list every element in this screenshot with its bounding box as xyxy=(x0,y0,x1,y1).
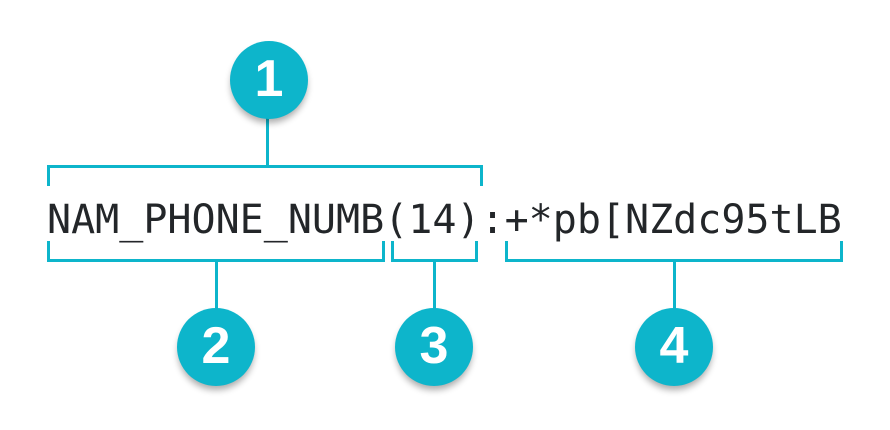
callout-1-bracket xyxy=(47,165,483,186)
token-infotype-name: NAM_PHONE_NUMB xyxy=(47,197,385,243)
callout-3-bracket xyxy=(391,241,478,262)
callout-2-badge: 2 xyxy=(177,308,255,386)
callout-4-number: 4 xyxy=(659,317,689,375)
callout-3-number: 3 xyxy=(419,317,449,375)
callout-1-number: 1 xyxy=(254,50,284,108)
token-length: (14) xyxy=(384,197,481,243)
callout-2-number: 2 xyxy=(201,317,231,375)
token-separator: : xyxy=(480,197,505,243)
token-value: +*pb[NZdc95tLB xyxy=(504,197,842,243)
callout-3-badge: 3 xyxy=(395,308,473,386)
callout-4-connector-line xyxy=(673,262,676,310)
callout-4-bracket xyxy=(505,241,843,262)
callout-2-connector-line xyxy=(215,262,218,310)
token-string: NAM_PHONE_NUMB(14):+*pb[NZdc95tLB xyxy=(47,200,842,240)
callout-3-connector-line xyxy=(433,262,436,310)
callout-4-badge: 4 xyxy=(635,308,713,386)
callout-1-badge: 1 xyxy=(230,41,308,119)
callout-1-connector-line xyxy=(266,112,269,165)
callout-2-bracket xyxy=(47,241,385,262)
